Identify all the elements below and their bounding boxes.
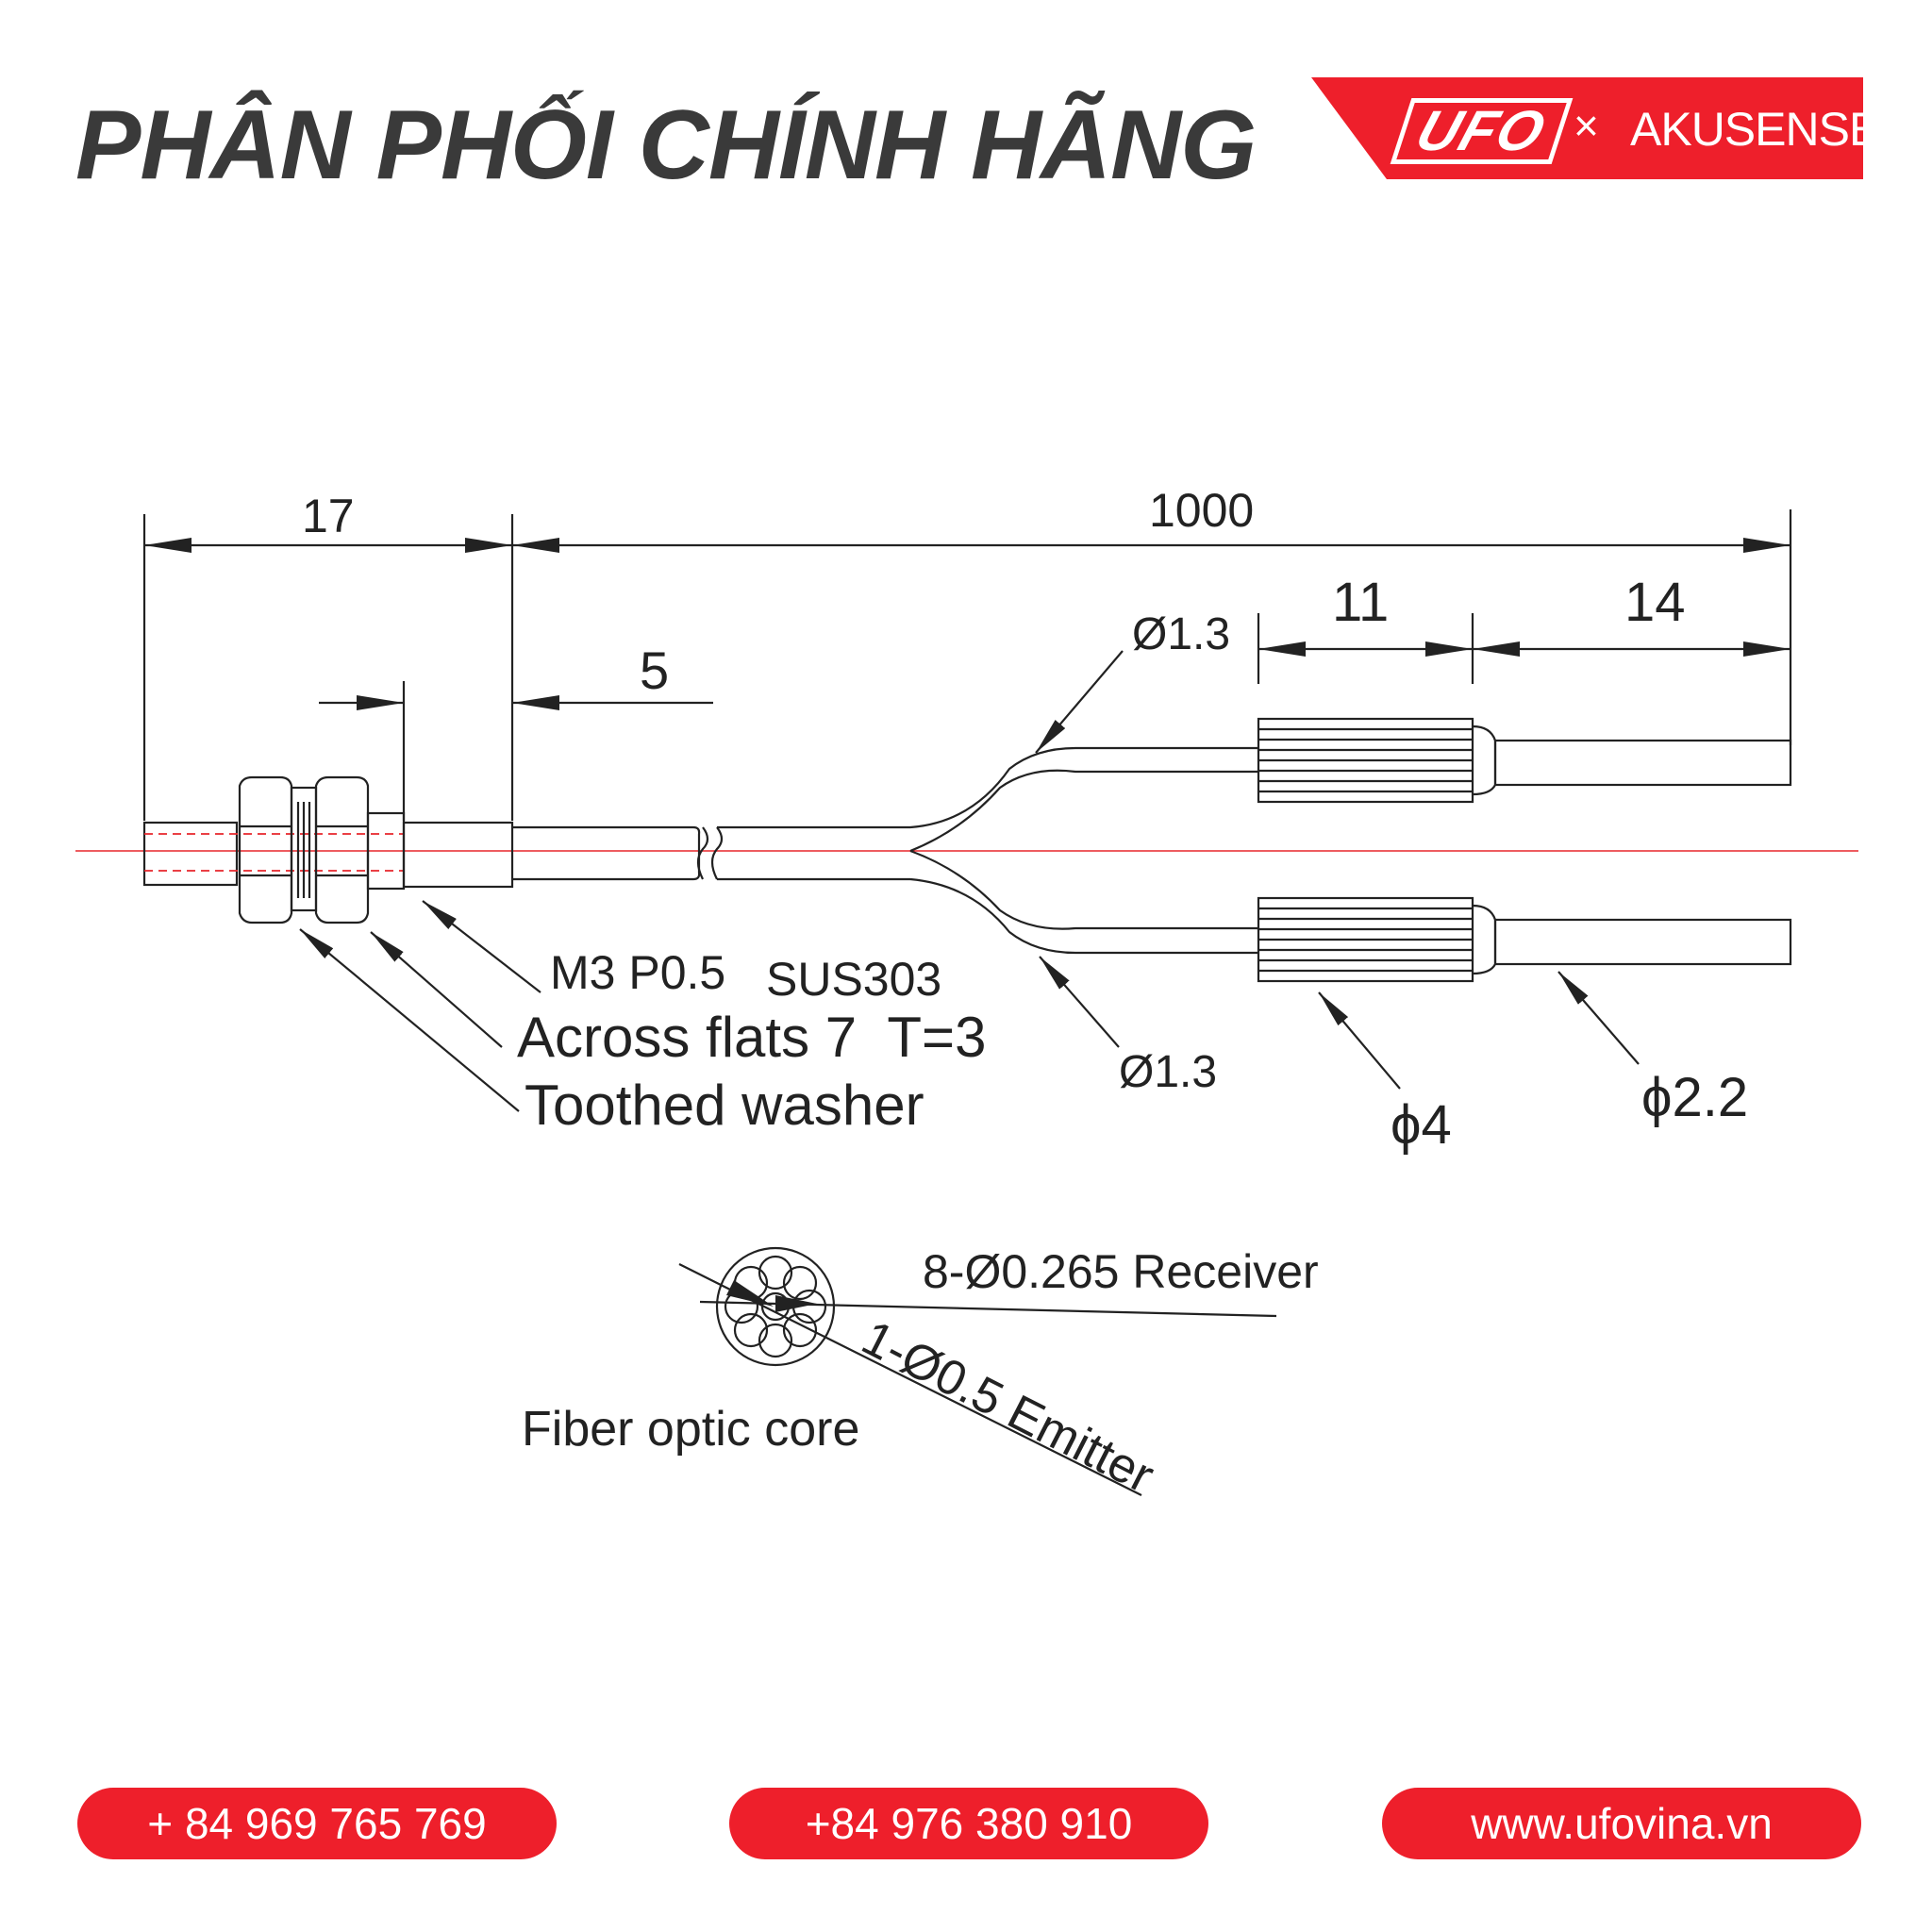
upper-fiber-tip (1493, 739, 1792, 787)
cable-to-split (717, 825, 910, 881)
leader-lower-dia (1039, 956, 1120, 1048)
dia-label-upper-cable: Ø1.3 (1132, 609, 1230, 659)
upper-knurled-sleeve (1257, 717, 1474, 804)
phone-2-pill[interactable]: +84 976 380 910 (729, 1788, 1208, 1859)
dia-label-tip: ϕ2.2 (1641, 1067, 1748, 1128)
dim-arrow-1000-right (1743, 538, 1790, 553)
lower-sleeve-taper (1472, 904, 1497, 975)
cable-single (512, 825, 701, 881)
label-thread: M3 P0.5 (550, 946, 725, 999)
cable-lower-branch (909, 877, 1258, 955)
leader-receiver-arrow (775, 1295, 817, 1312)
brand-separator: × (1574, 101, 1599, 150)
upper-sleeve-taper (1472, 724, 1497, 796)
toothed-washer (290, 786, 318, 912)
label-material: SUS303 (766, 953, 941, 1006)
dim-arrow-14-left (1473, 641, 1520, 657)
leader-ufo-upper-dia (1035, 650, 1124, 754)
dim-arrow-17-left (144, 538, 192, 553)
akusense-logo: AKUSENSE (1630, 103, 1880, 156)
probe-tip (142, 821, 239, 887)
leader-sleeve-dia (1318, 991, 1401, 1090)
leader-washer (299, 928, 520, 1112)
dim-label-14: 14 (1624, 572, 1686, 633)
website-pill[interactable]: www.ufovina.vn (1382, 1788, 1861, 1859)
dim-label-1000: 1000 (1149, 484, 1254, 537)
dim-arrow-17-right (465, 538, 512, 553)
dim-arrow-11-right (1425, 641, 1473, 657)
cable-upper-branch (909, 746, 1258, 829)
label-emitter: 1-Ø0.5 Emitter (854, 1310, 1163, 1504)
leader-tip-dia (1557, 971, 1640, 1065)
dim-arrow-14-right (1743, 641, 1790, 657)
leader-emitter-arrow (726, 1280, 774, 1307)
brand-banner: UFO × AKUSENSE (1311, 77, 1880, 179)
leader-emitter (678, 1263, 1142, 1496)
lower-knurled-sleeve (1257, 896, 1474, 983)
cable-sheath (402, 821, 514, 889)
leader-nut (370, 931, 503, 1048)
cable-lower-branch-inner (909, 849, 1258, 930)
phone-1-pill[interactable]: + 84 969 765 769 (77, 1788, 557, 1859)
lower-fiber-tip (1493, 918, 1792, 966)
dim-arrow-11-left (1258, 641, 1306, 657)
dim-arrow-5-left (357, 695, 404, 710)
leader-thread (422, 900, 541, 993)
cable-break (696, 826, 724, 880)
dim-arrow-1000-left (512, 538, 559, 553)
label-toothed-washer: Toothed washer (525, 1074, 924, 1137)
label-across-flats: Across flats 7 T=3 (517, 1006, 986, 1069)
dia-label-lower-cable: Ø1.3 (1119, 1047, 1217, 1097)
dim-label-11: 11 (1332, 572, 1389, 633)
label-fiber-core: Fiber optic core (522, 1402, 859, 1457)
label-receiver: 8-Ø0.265 Receiver (923, 1245, 1319, 1298)
page-title: PHÂN PHỐI CHÍNH HÃNG (75, 91, 1257, 200)
dim-label-17: 17 (302, 490, 355, 542)
dia-label-sleeve: ϕ4 (1391, 1094, 1452, 1156)
cable-upper-branch-inner (909, 769, 1258, 853)
hex-nut-left (238, 775, 293, 924)
hex-nut-right (314, 775, 370, 924)
dim-arrow-5-right (512, 695, 559, 710)
dim-label-5: 5 (640, 641, 669, 700)
brand-banner-shape (1311, 77, 1863, 179)
